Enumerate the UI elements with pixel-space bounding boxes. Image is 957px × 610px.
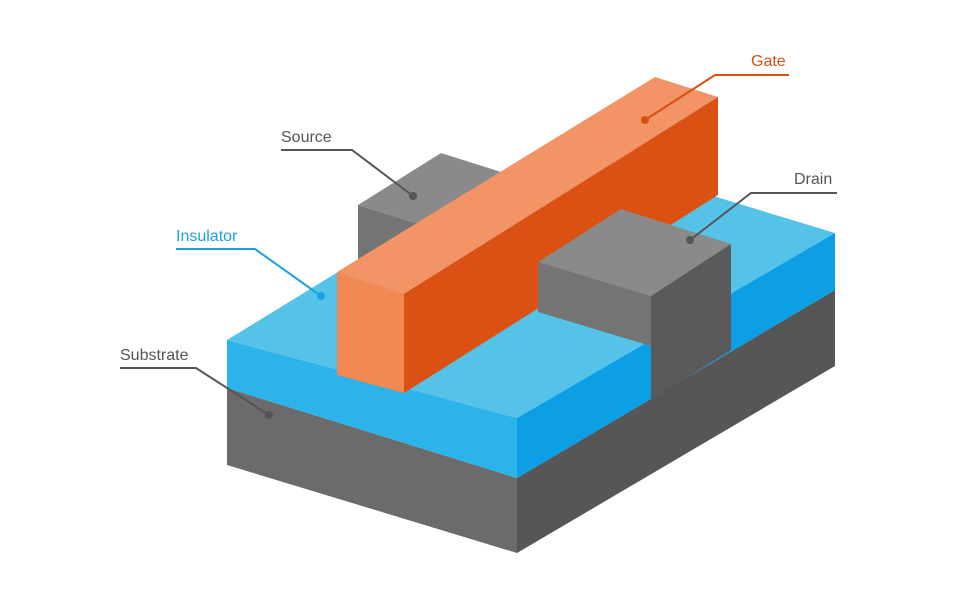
substrate-leader-dot xyxy=(265,411,273,419)
drain-label: Drain xyxy=(794,171,833,188)
insulator-leader-line xyxy=(176,248,322,297)
gate-bar xyxy=(337,77,718,393)
gate-leader-line xyxy=(644,74,789,121)
drain-right-face xyxy=(651,244,731,400)
source-leader-dot xyxy=(409,192,417,200)
gate-top-face xyxy=(337,77,718,294)
insulator-left-face xyxy=(227,340,517,478)
gate-label: Gate xyxy=(751,53,786,70)
drain-top-face xyxy=(538,209,731,296)
substrate-leader-line xyxy=(120,367,270,416)
substrate-label: Substrate xyxy=(120,347,189,364)
drain-leader-line xyxy=(689,192,837,241)
gate-side-face xyxy=(404,97,718,393)
substrate-left-face xyxy=(227,388,517,553)
gate-leader-dot xyxy=(641,116,649,124)
gate-front-face xyxy=(337,272,404,393)
insulator-label: Insulator xyxy=(176,228,238,245)
drain-block xyxy=(538,209,731,400)
substrate-block xyxy=(227,290,835,553)
insulator-leader-dot xyxy=(317,292,325,300)
drain-left-face xyxy=(538,262,651,346)
leader-lines xyxy=(120,74,837,419)
source-leader-line xyxy=(281,149,414,197)
substrate-right-face xyxy=(517,290,835,553)
source-label: Source xyxy=(281,129,332,146)
source-top-face xyxy=(358,153,520,230)
drain-leader-dot xyxy=(686,236,694,244)
